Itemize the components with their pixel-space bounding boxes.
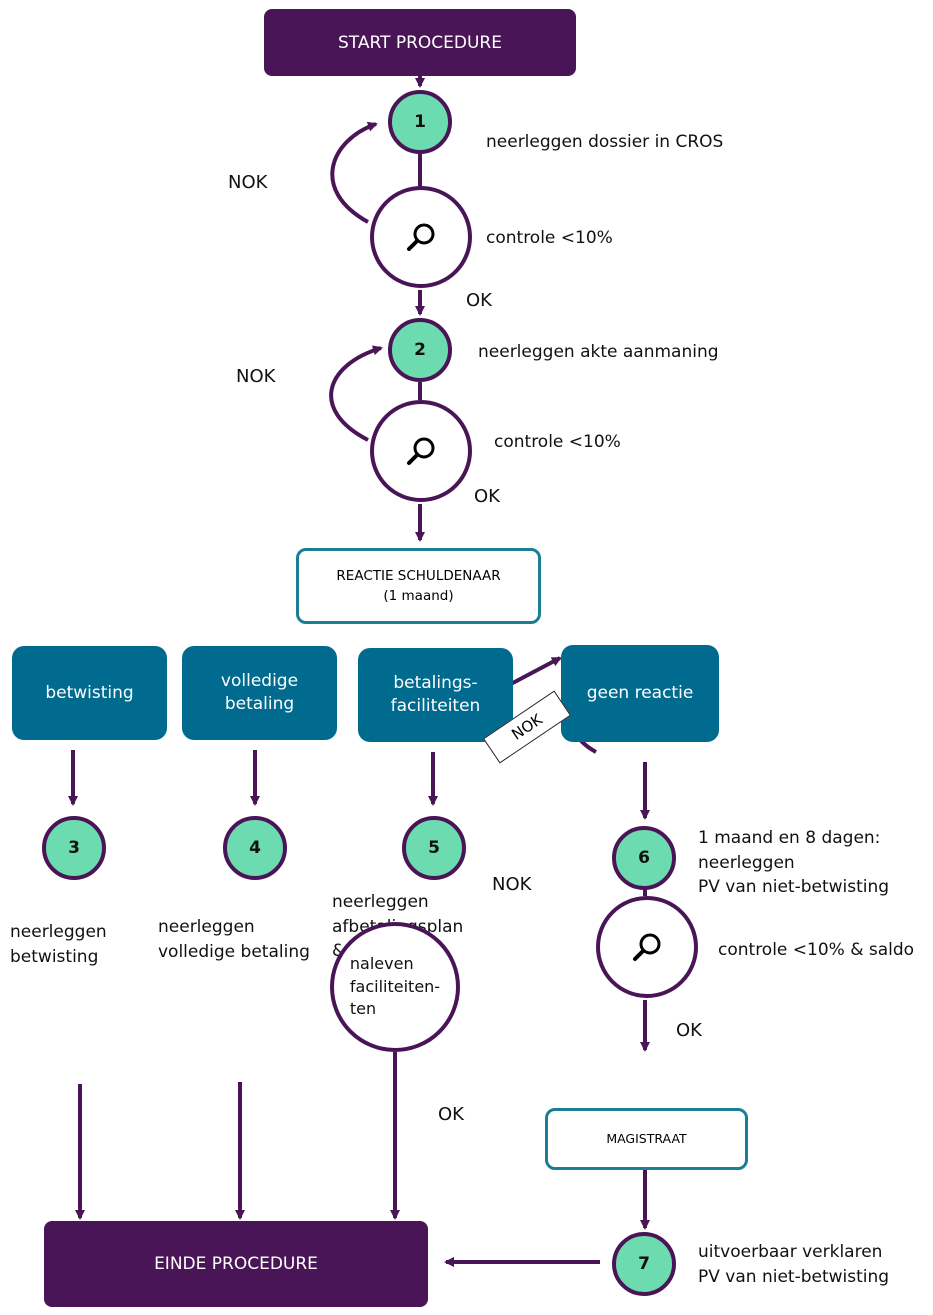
check-2-circle	[370, 400, 472, 502]
branch-betalingsfaciliteiten: betalings- faciliteiten	[358, 648, 513, 742]
reactie-schuldenaar-box: REACTIE SCHULDENAAR (1 maand)	[296, 548, 541, 624]
nok-label-2: NOK	[236, 366, 276, 387]
step-6-label: 1 maand en 8 dagen: neerleggen PV van ni…	[698, 828, 890, 898]
magistraat-box: MAGISTRAAT	[545, 1108, 748, 1170]
branch-volledige-betaling: volledige betaling	[182, 646, 337, 740]
step-1-badge: 1	[388, 90, 452, 154]
step-3-badge: 3	[42, 816, 106, 880]
step-7-badge: 7	[612, 1232, 676, 1296]
start-procedure-box: START PROCEDURE	[264, 9, 576, 76]
einde-procedure-box: EINDE PROCEDURE	[44, 1221, 428, 1307]
nok-label-1: NOK	[228, 172, 268, 193]
step-2-badge: 2	[388, 318, 452, 382]
check-3-label: controle <10% & saldo	[718, 940, 915, 960]
check-2-label: controle <10%	[494, 432, 621, 452]
step-6-badge: 6	[612, 826, 676, 890]
step-1-label: neerleggen dossier in CROS	[486, 132, 724, 152]
ok-label-3: OK	[676, 1020, 702, 1041]
naleven-faciliteiten-label: naleven faciliteiten- ten	[349, 954, 441, 1019]
step-4-badge: 4	[223, 816, 287, 880]
naleven-faciliteiten-circle: naleven faciliteiten- ten	[330, 922, 460, 1052]
step-3-label: neerleggen betwisting	[10, 922, 107, 967]
ok-label-2: OK	[474, 486, 500, 507]
branch-betwisting: betwisting	[12, 646, 167, 740]
magnifier-icon	[633, 933, 661, 961]
ok-label-naleven: OK	[438, 1104, 464, 1125]
step-5-badge: 5	[402, 816, 466, 880]
step-7-label: uitvoerbaar verklaren PV van niet-betwis…	[698, 1242, 890, 1287]
branch-geen-reactie: geen reactie	[561, 645, 719, 742]
step-2-label: neerleggen akte aanmaning	[478, 342, 719, 362]
ok-label-1: OK	[466, 290, 492, 311]
check-1-label: controle <10%	[486, 228, 613, 248]
check-1-circle	[370, 186, 472, 288]
magnifier-icon	[407, 223, 435, 251]
nok-label-3: NOK	[492, 874, 532, 895]
magnifier-icon	[407, 437, 435, 465]
check-3-circle	[596, 896, 698, 998]
step-4-label: neerleggen volledige betaling	[158, 917, 310, 962]
